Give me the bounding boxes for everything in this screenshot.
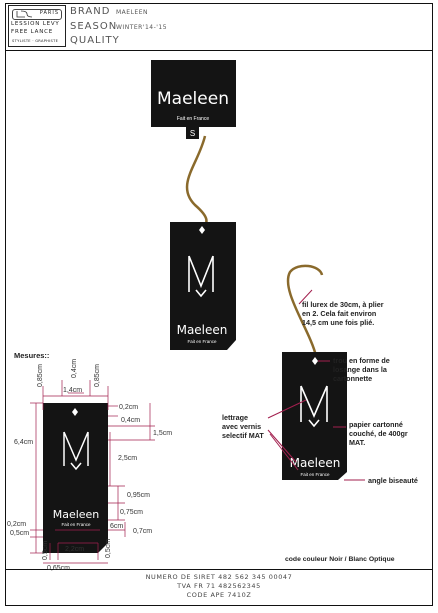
diamond-hole-icon [199, 226, 205, 234]
logo-line-3: STYLISTE · GRAPHISTE [12, 39, 59, 43]
dim-gap2: 0,75cm [120, 509, 143, 516]
diamond-hole-icon [312, 357, 318, 365]
measure-tag-brand: Maeleen [53, 508, 100, 521]
dim-bottom-b: 0,5cm [105, 539, 112, 558]
dim-height: 6,4cm [14, 439, 33, 446]
monogram-m-icon [188, 255, 214, 298]
dim-gap1: 0,95cm [127, 492, 150, 499]
brand-label: BRAND [70, 6, 111, 17]
quality-label: QUALITY [70, 35, 120, 46]
string-note: fil lurex de 30cm, à plier en 2. Cela fa… [302, 300, 384, 327]
color-code-note: code couleur Noir / Blanc Optique [285, 556, 395, 563]
season-label: SEASON [70, 21, 118, 32]
dim-hole2: 0,4cm [121, 417, 140, 424]
annotated-tag-subline: Fait en France [300, 472, 330, 477]
size-label-box [186, 127, 199, 139]
small-tag-body [151, 60, 236, 127]
dim-bottom-c: 0,65cm [47, 565, 70, 572]
measure-tag-body [43, 403, 108, 553]
dim-w4: 1,4cm [63, 387, 82, 394]
lurex-loop [286, 264, 324, 357]
size-label: S [190, 129, 195, 138]
hang-tag-front: Maeleen Fait en France [170, 222, 236, 350]
lettering-note: lettrage avec vernis selectif MAT [222, 413, 264, 440]
diamond-hole-icon [72, 408, 78, 416]
dim-w2: 0,4cm [71, 359, 78, 378]
dim-bottom-a: 0,5cm [42, 541, 49, 560]
dim-left-b: 0,5cm [10, 530, 29, 537]
corner-note: angle biseauté [368, 476, 418, 485]
logo-paris: PARIS [39, 10, 59, 16]
small-tag-brand: Maeleen [157, 89, 229, 109]
footer-tva: TVA FR 71 482562345 [177, 582, 261, 590]
footer-ape: CODE APE 7410Z [186, 591, 252, 599]
season-value: WINTER'14-'15 [116, 24, 168, 31]
logo-monogram-icon [16, 10, 33, 18]
monogram-m-icon [300, 385, 328, 428]
logo-line-2: FREE LANCE [11, 29, 54, 35]
dim-w3: 0,85cm [94, 364, 101, 387]
document-frame [5, 3, 433, 606]
dim-w1: 0,85cm [37, 364, 44, 387]
annotated-tag: Maeleen Fait en France [267, 264, 365, 481]
measure-tag-subline: Fait en France [61, 522, 91, 527]
hang-tag-brand: Maeleen [177, 323, 228, 337]
footer-siret: NUMERO DE SIRET 482 562 345 00047 [145, 573, 293, 581]
header-divider [5, 50, 433, 51]
dim-logo-height: 0,7cm [133, 528, 152, 535]
hang-tag-body [170, 222, 236, 350]
monogram-m-icon [63, 431, 89, 471]
dim-logo-width: 6cm [110, 523, 123, 530]
hole-note: trou en forme de losange dans la cartonn… [333, 356, 390, 383]
dim-bottom-width: 2,2cm [65, 546, 84, 553]
lurex-string [185, 135, 208, 233]
dim-top-band: 1,5cm [153, 430, 172, 437]
dim-hole1: 0,2cm [119, 404, 138, 411]
small-tag-subline: Fait en France [177, 116, 209, 122]
annotation-leaders [267, 289, 365, 481]
measurement-drawing: Maeleen Fait en France [7, 359, 172, 572]
brand-value: MAELEEN [116, 9, 148, 16]
measures-title: Mesures:: [14, 351, 50, 360]
dim-letter-height: 2,5cm [118, 455, 137, 462]
designer-logo: PARIS LESSION LEVY FREE LANCE STYLISTE ·… [8, 5, 66, 47]
logo-line-1: LESSION LEVY [11, 21, 60, 27]
hang-tag-subline: Fait en France [187, 339, 217, 344]
annotated-tag-brand: Maeleen [290, 456, 341, 470]
small-tag: Maeleen Fait en France S [151, 60, 236, 139]
paper-note: papier cartonné couché, de 400gr MAT. [349, 420, 408, 447]
footer-divider [5, 569, 433, 570]
dim-left-a: 0,2cm [7, 521, 26, 528]
logo-emblem: PARIS [12, 9, 62, 20]
dimension-lines [30, 380, 155, 564]
